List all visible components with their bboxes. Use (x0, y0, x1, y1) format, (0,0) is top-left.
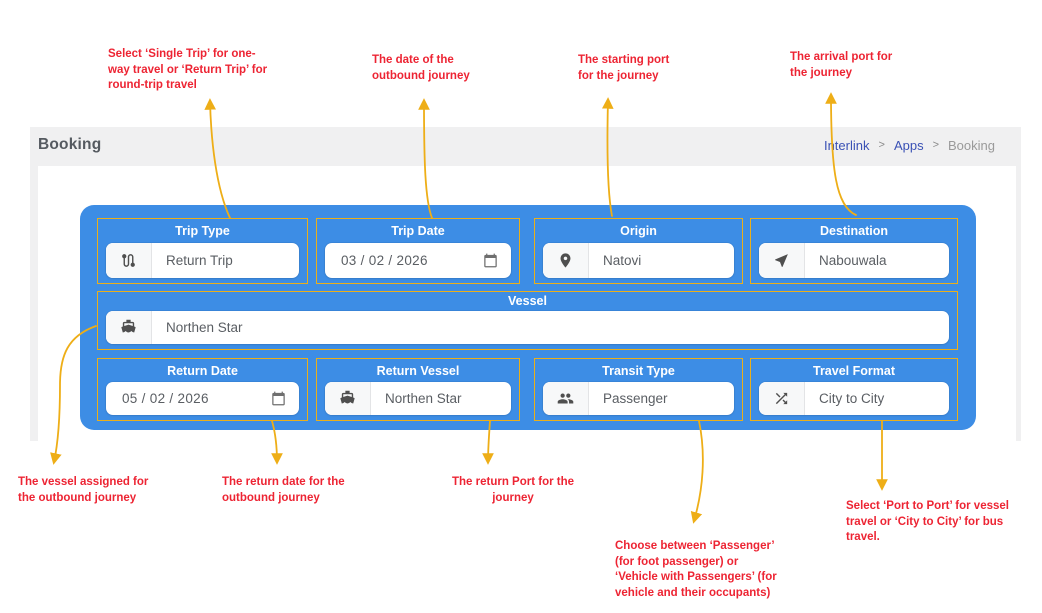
annotation-destination: The arrival port for the journey (790, 51, 893, 79)
location-pin-icon (543, 243, 589, 278)
passengers-icon (543, 382, 589, 415)
trip-type-input[interactable]: Return Trip (106, 243, 299, 278)
page-title: Booking (38, 136, 102, 153)
annotation-transit-type: Choose between ‘Passenger’ (for foot pas… (615, 540, 777, 599)
travel-format-input[interactable]: City to City (759, 382, 949, 415)
breadcrumb-apps[interactable]: Apps (893, 137, 924, 153)
return-vessel-input[interactable]: Northen Star (325, 382, 511, 415)
calendar-icon[interactable] (271, 391, 286, 406)
origin-input[interactable]: Natovi (543, 243, 734, 278)
transit-type-label: Transit Type (602, 364, 675, 378)
field-trip-type: Trip Type Return Trip (97, 218, 308, 284)
field-vessel: Vessel Northen Star (97, 291, 958, 350)
boat-icon (106, 311, 152, 344)
annotation-trip-date: The date of the outbound journey (372, 54, 470, 82)
travel-format-label: Travel Format (813, 364, 895, 378)
boat-icon (325, 382, 371, 415)
travel-format-value: City to City (819, 391, 885, 406)
breadcrumb-separator: > (932, 139, 940, 151)
breadcrumb-current: Booking (948, 137, 995, 153)
field-return-date: Return Date 05 / 02 / 2026 (97, 358, 308, 421)
annotation-vessel: The vessel assigned for the outbound jou… (18, 476, 149, 504)
origin-label: Origin (620, 224, 657, 238)
shuffle-icon (759, 382, 805, 415)
trip-type-value: Return Trip (166, 253, 233, 268)
trip-date-label: Trip Date (391, 224, 445, 238)
return-date-input[interactable]: 05 / 02 / 2026 (106, 382, 299, 415)
page-header: Booking Interlink > Apps > Booking (30, 127, 1021, 163)
calendar-icon[interactable] (483, 253, 498, 268)
navigation-icon (759, 243, 805, 278)
destination-value: Nabouwala (819, 253, 887, 268)
breadcrumb-interlink[interactable]: Interlink (823, 137, 870, 153)
vessel-value: Northen Star (166, 320, 243, 335)
trip-date-value: 03 / 02 / 2026 (341, 253, 428, 268)
field-destination: Destination Nabouwala (750, 218, 958, 284)
return-vessel-value: Northen Star (385, 391, 462, 406)
annotation-return-date: The return date for the outbound journey (222, 476, 345, 504)
annotation-trip-type: Select ‘Single Trip’ for one- way travel… (108, 48, 268, 91)
field-return-vessel: Return Vessel Northen Star (316, 358, 520, 421)
return-vessel-label: Return Vessel (376, 364, 460, 378)
breadcrumb-separator: > (878, 139, 885, 151)
trip-date-input[interactable]: 03 / 02 / 2026 (325, 243, 511, 278)
vessel-label: Vessel (508, 294, 547, 308)
field-transit-type: Transit Type Passenger (534, 358, 743, 421)
destination-label: Destination (819, 224, 889, 238)
return-date-value: 05 / 02 / 2026 (122, 391, 209, 406)
annotation-return-vessel: The return Port for the journey (451, 476, 575, 504)
destination-input[interactable]: Nabouwala (759, 243, 949, 278)
origin-value: Natovi (603, 253, 642, 268)
transit-type-input[interactable]: Passenger (543, 382, 734, 415)
transit-type-value: Passenger (603, 391, 668, 406)
route-icon (106, 243, 152, 278)
trip-type-label: Trip Type (175, 224, 230, 238)
vessel-input[interactable]: Northen Star (106, 311, 949, 344)
field-travel-format: Travel Format City to City (750, 358, 958, 421)
breadcrumb: Interlink > Apps > Booking (824, 138, 995, 153)
field-origin: Origin Natovi (534, 218, 743, 284)
return-date-label: Return Date (167, 364, 238, 378)
field-trip-date: Trip Date 03 / 02 / 2026 (316, 218, 520, 284)
annotation-origin: The starting port for the journey (578, 54, 670, 82)
annotation-travel-format: Select ‘Port to Port’ for vessel travel … (846, 500, 1009, 543)
